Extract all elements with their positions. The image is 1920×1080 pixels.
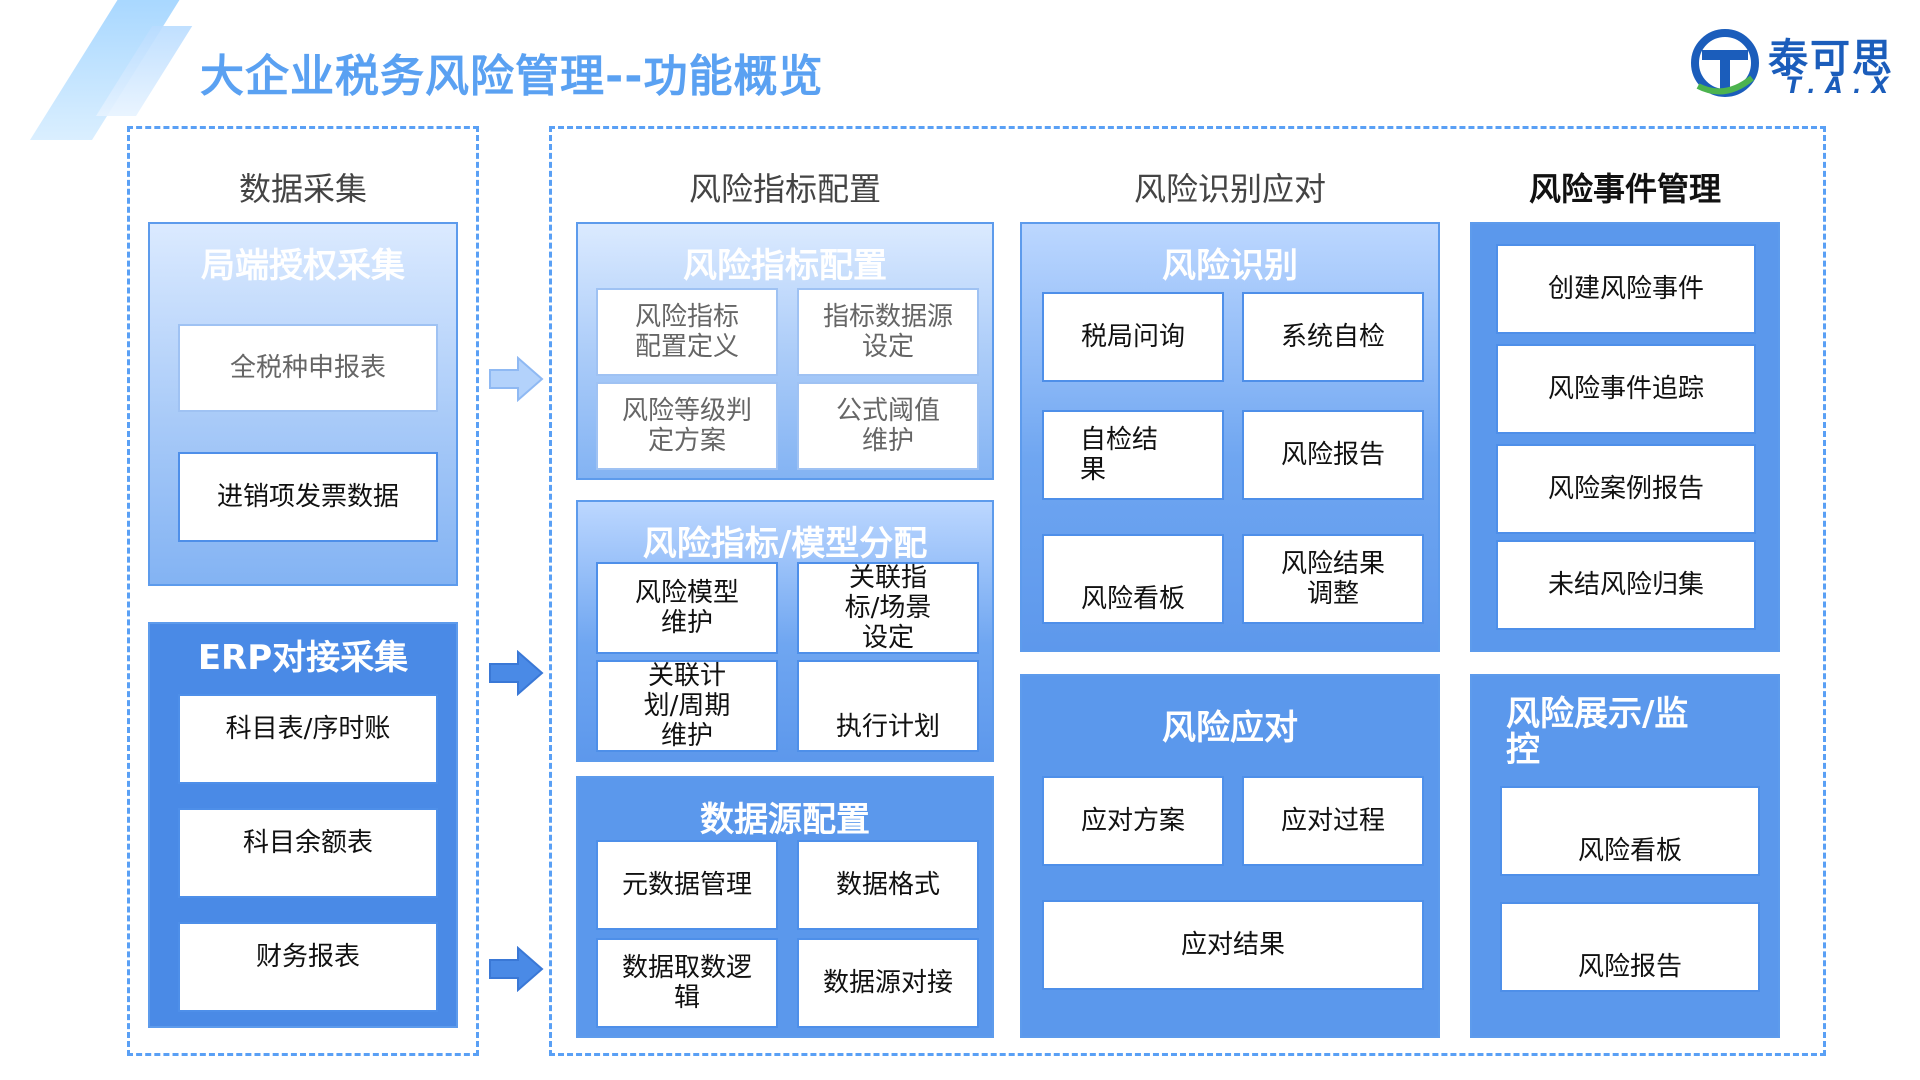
card-indicator-datasource[interactable]: 指标数据源 设定	[797, 288, 979, 376]
arrow-right-icon	[489, 946, 544, 992]
panel-title: 风险指标配置	[683, 246, 887, 286]
card-fetch-logic[interactable]: 数据取数逻 辑	[596, 938, 778, 1028]
card-financial-statements[interactable]: 财务报表	[178, 922, 438, 1012]
panel-title: 风险识别	[1162, 246, 1298, 286]
column-header-identify-respond: 风险识别应对	[1133, 170, 1326, 208]
column-header-data-collection: 数据采集	[238, 170, 367, 208]
card-unresolved-risks[interactable]: 未结风险归集	[1496, 540, 1756, 630]
card-linked-indicator[interactable]: 关联指 标/场景 设定	[797, 562, 979, 654]
column-header-indicator-config: 风险指标配置	[688, 170, 881, 208]
card-response-plan[interactable]: 应对方案	[1042, 776, 1224, 866]
card-risk-model[interactable]: 风险模型 维护	[596, 562, 778, 654]
card-create-event[interactable]: 创建风险事件	[1496, 244, 1756, 334]
card-self-check[interactable]: 系统自检	[1242, 292, 1424, 382]
card-datasource-connect[interactable]: 数据源对接	[797, 938, 979, 1028]
card-case-report[interactable]: 风险案例报告	[1496, 444, 1756, 534]
card-result-adjust[interactable]: 风险结果 调整	[1242, 534, 1424, 624]
card-response-process[interactable]: 应对过程	[1242, 776, 1424, 866]
card-linked-plan[interactable]: 关联计 划/周期 维护	[596, 660, 778, 752]
card-risk-dashboard[interactable]: 风险看板	[1042, 534, 1224, 624]
card-formula-threshold[interactable]: 公式阈值 维护	[797, 382, 979, 470]
card-indicator-definition[interactable]: 风险指标 配置定义	[596, 288, 778, 376]
logo-icon	[1691, 29, 1759, 97]
panel-title: 数据源配置	[700, 800, 870, 840]
card-monitor-dashboard[interactable]: 风险看板	[1500, 786, 1760, 876]
card-chart-of-accounts[interactable]: 科目表/序时账	[178, 694, 438, 784]
card-risk-report[interactable]: 风险报告	[1242, 410, 1424, 500]
arrow-right-icon	[489, 356, 544, 402]
card-metadata[interactable]: 元数据管理	[596, 840, 778, 930]
data-collection-frame	[127, 126, 479, 1056]
panel-title: 风险指标/模型分配	[642, 524, 928, 564]
risk-management-frame	[549, 126, 1826, 1056]
panel-title: 风险展示/监 控	[1506, 694, 1689, 770]
panel-title: ERP对接采集	[197, 638, 409, 678]
brand-logo: 泰可思 T.A.X	[1690, 24, 1910, 100]
card-risk-level-scheme[interactable]: 风险等级判 定方案	[596, 382, 778, 470]
logo-subtext: T.A.X	[1786, 74, 1899, 99]
card-response-result[interactable]: 应对结果	[1042, 900, 1424, 990]
logo-text: 泰可思	[1768, 36, 1894, 82]
card-execution-plan[interactable]: 执行计划	[797, 660, 979, 752]
card-invoice-data[interactable]: 进销项发票数据	[178, 452, 438, 542]
card-bureau-inquiry[interactable]: 税局问询	[1042, 292, 1224, 382]
card-full-tax-declaration[interactable]: 全税种申报表	[178, 324, 438, 412]
card-monitor-report[interactable]: 风险报告	[1500, 902, 1760, 992]
panel-title: 局端授权采集	[201, 246, 405, 286]
panel-title: 风险应对	[1162, 708, 1298, 748]
arrow-right-icon	[489, 650, 544, 696]
card-self-check-result[interactable]: 自检结 果	[1042, 410, 1224, 500]
column-header-event-mgmt: 风险事件管理	[1528, 170, 1721, 208]
page-title: 大企业税务风险管理--功能概览	[200, 51, 824, 102]
card-data-format[interactable]: 数据格式	[797, 840, 979, 930]
card-account-balance[interactable]: 科目余额表	[178, 808, 438, 898]
card-event-tracking[interactable]: 风险事件追踪	[1496, 344, 1756, 434]
